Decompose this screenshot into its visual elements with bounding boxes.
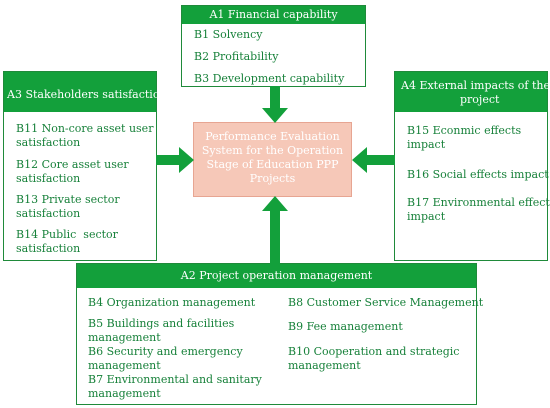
environmental-sanitary-line2: management [88, 387, 161, 400]
solvency-item: B1 Solvency [194, 28, 263, 41]
organization-management-line1: B4 Organization management [88, 296, 256, 309]
cooperation-strategic-item: B10 Cooperation and strategic management [288, 345, 459, 373]
security-emergency-line1: B6 Security and emergency [88, 345, 243, 358]
social-effects-line1: B16 Social effects impact [407, 168, 549, 181]
buildings-facilities-item: B5 Buildings and facilities management [88, 317, 234, 345]
fee-management-item: B9 Fee management [288, 320, 403, 334]
security-emergency-line2: management [88, 359, 161, 372]
environmental-effects-line1: B17 Environmental effects [407, 196, 550, 209]
economic-effects-line1: B15 Econmic effects [407, 124, 522, 137]
private-sector-line1: B13 Private sector [16, 193, 120, 206]
buildings-facilities-line1: B5 Buildings and facilities [88, 317, 235, 330]
external-impacts-header: A4 External impacts of the project [395, 72, 550, 112]
public-sector-line1: B14 Public sector [16, 228, 118, 241]
external-impacts-box: A4 External impacts of the project B15 E… [394, 71, 550, 261]
financial-capability-header: A1 Financial capability [182, 6, 365, 24]
external-impacts-title-line1: A4 External impacts of the [401, 79, 550, 92]
non-core-asset-user-line2: satisfaction [16, 136, 81, 149]
buildings-facilities-line2: management [88, 331, 161, 344]
cooperation-strategic-line2: management [288, 359, 361, 372]
project-operation-management-title: A2 Project operation management [180, 269, 373, 282]
financial-capability-title: A1 Financial capability [209, 8, 338, 21]
arrow-right-from-a3 [156, 147, 194, 173]
environmental-effects-item: B17 Environmental effects impact [407, 196, 550, 224]
core-asset-user-line2: satisfaction [16, 172, 81, 185]
stakeholders-satisfaction-header: A3 Stakeholders satisfaction [4, 72, 167, 112]
core-asset-user-item: B12 Core asset user satisfaction [16, 158, 129, 186]
cooperation-strategic-line1: B10 Cooperation and strategic [288, 345, 460, 358]
arrow-down-from-a1 [262, 86, 288, 123]
development-capability-item: B3 Development capability [194, 72, 345, 85]
center-line-3: Stage of Education PPP [206, 158, 339, 171]
project-operation-management-box: A2 Project operation management B4 Organ… [76, 263, 483, 405]
non-core-asset-user-line1: B11 Non-core asset user [16, 122, 154, 135]
arrow-left-shape [352, 147, 395, 173]
organization-management-item: B4 Organization management [88, 296, 255, 310]
center-line-2: System for the Operation [201, 144, 344, 157]
private-sector-line2: satisfaction [16, 207, 81, 220]
fee-management-line1: B9 Fee management [288, 320, 403, 333]
performance-evaluation-system-box: Performance Evaluation System for the Op… [193, 122, 352, 197]
economic-effects-line2: impact [407, 138, 446, 151]
environmental-sanitary-line1: B7 Environmental and sanitary [88, 373, 262, 386]
profitability-item: B2 Profitability [194, 50, 279, 63]
center-line-4: Projects [249, 172, 296, 185]
core-asset-user-line1: B12 Core asset user [16, 158, 129, 171]
social-effects-item: B16 Social effects impact [407, 168, 549, 182]
center-line-1: Performance Evaluation [205, 130, 340, 143]
external-impacts-title-line2: project [460, 93, 500, 106]
economic-effects-item: B15 Econmic effects impact [407, 124, 521, 152]
stakeholders-satisfaction-box: A3 Stakeholders satisfaction B11 Non-cor… [3, 71, 167, 261]
arrow-left-from-a4 [352, 147, 395, 173]
arrow-down-shape [262, 86, 288, 123]
environmental-effects-line2: impact [407, 210, 446, 223]
non-core-asset-user-item: B11 Non-core asset user satisfaction [16, 122, 153, 150]
stakeholders-satisfaction-title: A3 Stakeholders satisfaction [7, 88, 167, 101]
private-sector-item: B13 Private sector satisfaction [16, 193, 120, 221]
security-emergency-item: B6 Security and emergency management [88, 345, 243, 373]
public-sector-line2: satisfaction [16, 242, 81, 255]
public-sector-item: B14 Public sector satisfaction [16, 228, 118, 256]
project-operation-management-header: A2 Project operation management [77, 264, 476, 288]
financial-capability-box: A1 Financial capability B1 Solvency B2 P… [181, 5, 366, 87]
arrow-right-shape [156, 147, 194, 173]
arrow-up-from-a2 [262, 196, 288, 264]
customer-service-item: B8 Customer Service Management [288, 296, 483, 310]
arrow-up-shape [262, 196, 288, 264]
customer-service-line1: B8 Customer Service Management [288, 296, 484, 309]
environmental-sanitary-item: B7 Environmental and sanitary management [88, 373, 262, 401]
